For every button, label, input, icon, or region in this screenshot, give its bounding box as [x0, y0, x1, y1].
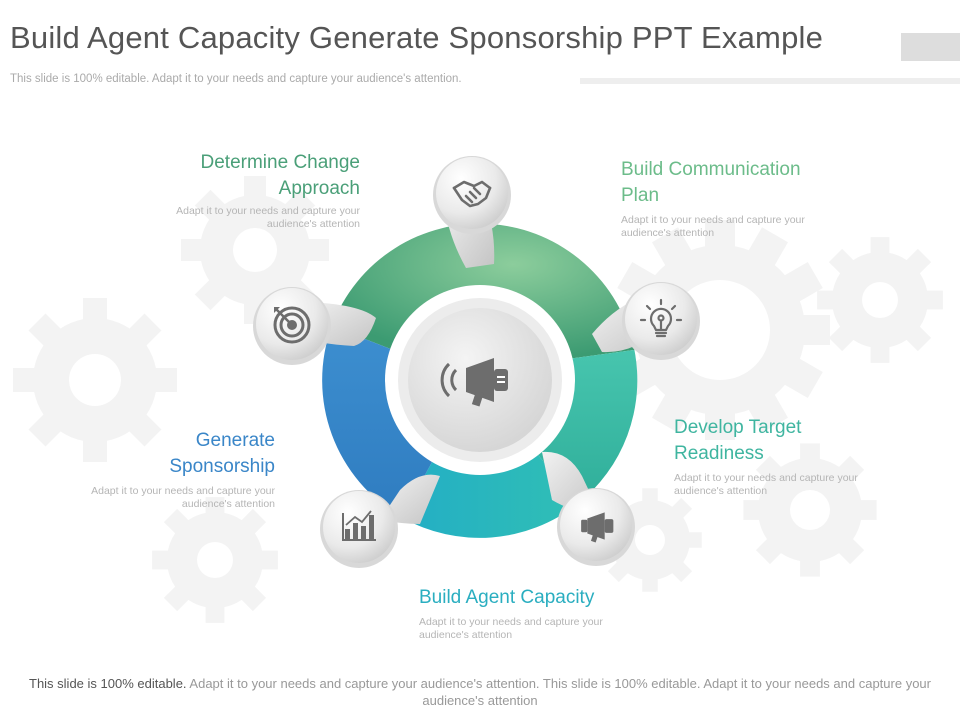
label-line: Readiness: [674, 443, 764, 464]
target-icon: [273, 306, 311, 344]
lightbulb-icon: [639, 298, 683, 338]
cycle-diagram: [253, 156, 700, 568]
header-rule: [580, 78, 960, 84]
label-line: Sponsorship: [169, 456, 275, 477]
desc-determine-change-approach: Adapt it to your needs and capture your …: [176, 205, 360, 230]
label-line: Build Communication: [621, 159, 801, 180]
footer-rest: Adapt it to your needs and capture your …: [186, 676, 931, 708]
label-line: Approach: [278, 178, 360, 199]
label-line: Build Agent Capacity: [419, 587, 595, 608]
label-line: Plan: [621, 185, 660, 206]
megaphone-icon: [581, 512, 614, 543]
megaphone-icon: [440, 358, 508, 407]
node-generate-sponsorship: [320, 474, 440, 568]
ring-segment-cyan: [402, 447, 577, 538]
label-develop-target-readiness: Develop Target Readiness: [674, 415, 954, 467]
label-build-communication-plan: Build Communication Plan: [621, 157, 921, 209]
label-build-agent-capacity: Build Agent Capacity: [419, 585, 719, 611]
footer-strong: This slide is 100% editable.: [29, 676, 187, 691]
node-build-communication-plan: [433, 156, 511, 268]
ring-segment-blue: [322, 326, 434, 518]
label-generate-sponsorship: Generate Sponsorship: [40, 428, 275, 480]
desc-generate-sponsorship: Adapt it to your needs and capture your …: [91, 485, 275, 510]
label-determine-change-approach: Determine Change Approach: [100, 150, 360, 202]
center-hub: [385, 285, 575, 475]
node-build-agent-capacity: [542, 451, 635, 566]
header-decoration: [901, 33, 960, 61]
label-line: Generate: [195, 430, 275, 451]
desc-develop-target-readiness: Adapt it to your needs and capture your …: [674, 472, 858, 497]
footer-note: This slide is 100% editable. Adapt it to…: [0, 675, 960, 709]
node-determine-change-approach: [253, 287, 376, 365]
node-develop-target-readiness: [592, 282, 700, 360]
page-title: Build Agent Capacity Generate Sponsorshi…: [10, 20, 824, 55]
desc-build-agent-capacity: Adapt it to your needs and capture your …: [419, 616, 603, 641]
desc-build-communication-plan: Adapt it to your needs and capture your …: [621, 214, 805, 239]
bar-chart-icon: [342, 510, 376, 541]
label-line: Develop Target: [674, 417, 802, 438]
page-subtitle: This slide is 100% editable. Adapt it to…: [10, 73, 462, 85]
handshake-icon: [452, 180, 492, 208]
label-line: Determine Change: [200, 152, 360, 173]
